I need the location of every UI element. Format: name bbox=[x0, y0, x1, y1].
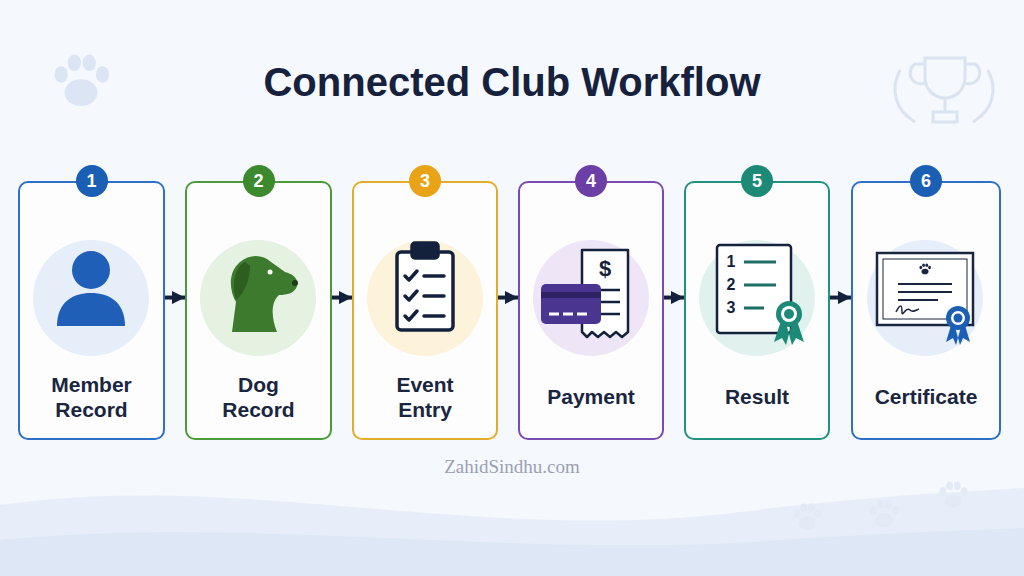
result-icon bbox=[784, 309, 794, 319]
payment-icon bbox=[541, 250, 628, 337]
bottom-wave bbox=[0, 488, 1024, 576]
trophy-decoration bbox=[933, 98, 957, 122]
bottom-wave bbox=[0, 488, 1024, 576]
result-icon bbox=[776, 301, 802, 327]
step-label: Dog Record bbox=[209, 372, 309, 422]
step-label: Result bbox=[694, 384, 820, 409]
icon-backdrop bbox=[533, 240, 649, 356]
payment-icon bbox=[549, 313, 587, 316]
certificate-icon bbox=[877, 253, 973, 325]
step-label: Member Record bbox=[42, 372, 142, 422]
clipboard-icon bbox=[397, 252, 453, 330]
certificate-icon bbox=[877, 253, 973, 345]
icon-backdrop bbox=[200, 240, 316, 356]
result-icon bbox=[781, 306, 797, 322]
step-label: Payment bbox=[528, 384, 654, 409]
payment-icon bbox=[541, 284, 601, 324]
paw-decoration bbox=[870, 500, 900, 528]
certificate-icon bbox=[898, 284, 952, 300]
diagram-title: Connected Club Workflow bbox=[0, 60, 1024, 105]
process-box: 2Dog Record bbox=[185, 181, 332, 440]
certificate-icon bbox=[896, 306, 919, 314]
process-box: 5Result bbox=[684, 181, 830, 440]
dog-icon bbox=[268, 270, 273, 275]
clipboard-icon bbox=[397, 243, 453, 330]
certificate-icon bbox=[954, 314, 963, 323]
icon-glyph: 2 bbox=[727, 277, 736, 293]
dog-icon bbox=[292, 280, 298, 286]
icon-backdrop bbox=[867, 240, 983, 356]
box-fill bbox=[684, 181, 830, 440]
box-fill bbox=[518, 181, 664, 440]
member-icon bbox=[57, 293, 125, 326]
clipboard-icon bbox=[412, 243, 438, 258]
member-icon bbox=[57, 251, 125, 326]
clipboard-icon bbox=[405, 271, 417, 320]
trophy-decoration bbox=[895, 58, 993, 122]
process-box: 6Certificate bbox=[851, 181, 1001, 440]
step-number: 2 bbox=[243, 165, 275, 197]
member-icon bbox=[72, 251, 110, 289]
process-box: 3Event Entry bbox=[352, 181, 498, 440]
result-icon bbox=[744, 262, 776, 308]
flow-arrow bbox=[664, 296, 684, 300]
step-number: 6 bbox=[910, 165, 942, 197]
certificate-icon bbox=[951, 311, 965, 325]
process-box: 4Payment bbox=[518, 181, 664, 440]
paw-decoration bbox=[55, 55, 109, 106]
flow-arrow bbox=[332, 296, 352, 300]
flow-arrow bbox=[165, 296, 185, 300]
box-fill bbox=[18, 181, 1000, 440]
paw-decoration bbox=[55, 55, 968, 530]
icon-glyph: $ bbox=[599, 258, 611, 280]
paw-decoration bbox=[939, 481, 967, 507]
trophy-decoration bbox=[895, 70, 993, 122]
dog-icon bbox=[231, 256, 298, 332]
box-fill bbox=[18, 181, 165, 440]
dog-icon bbox=[234, 262, 250, 300]
paw-decoration bbox=[793, 503, 821, 529]
certificate-icon bbox=[919, 263, 931, 274]
box-fill bbox=[185, 181, 332, 440]
step-number: 4 bbox=[575, 165, 607, 197]
trophy-decoration bbox=[963, 64, 980, 84]
step-number: 3 bbox=[409, 165, 441, 197]
icon-backdrop bbox=[33, 240, 149, 356]
clipboard-icon bbox=[424, 276, 444, 316]
flow-arrow bbox=[830, 296, 851, 300]
certificate-icon bbox=[946, 306, 970, 330]
trophy-decoration bbox=[925, 58, 965, 98]
dog-icon bbox=[231, 256, 298, 332]
icon-glyph: 1 bbox=[727, 254, 736, 270]
icon-backdrop bbox=[33, 240, 983, 356]
watermark: ZahidSindhu.com bbox=[444, 457, 580, 476]
result-icon bbox=[717, 245, 804, 345]
step-label: Event Entry bbox=[380, 372, 470, 422]
trophy-decoration bbox=[910, 64, 927, 84]
payment-icon bbox=[541, 292, 601, 298]
icon-backdrop bbox=[367, 240, 483, 356]
process-box: 1Member Record bbox=[18, 181, 165, 440]
bottom-wave bbox=[0, 528, 1024, 576]
step-number: 1 bbox=[76, 165, 108, 197]
step-number: 5 bbox=[741, 165, 773, 197]
box-fill bbox=[352, 181, 498, 440]
step-label: Certificate bbox=[861, 384, 991, 409]
box-fill bbox=[851, 181, 1000, 440]
icon-glyph: 3 bbox=[727, 300, 736, 316]
flow-arrow bbox=[498, 296, 518, 300]
icon-backdrop bbox=[699, 240, 815, 356]
